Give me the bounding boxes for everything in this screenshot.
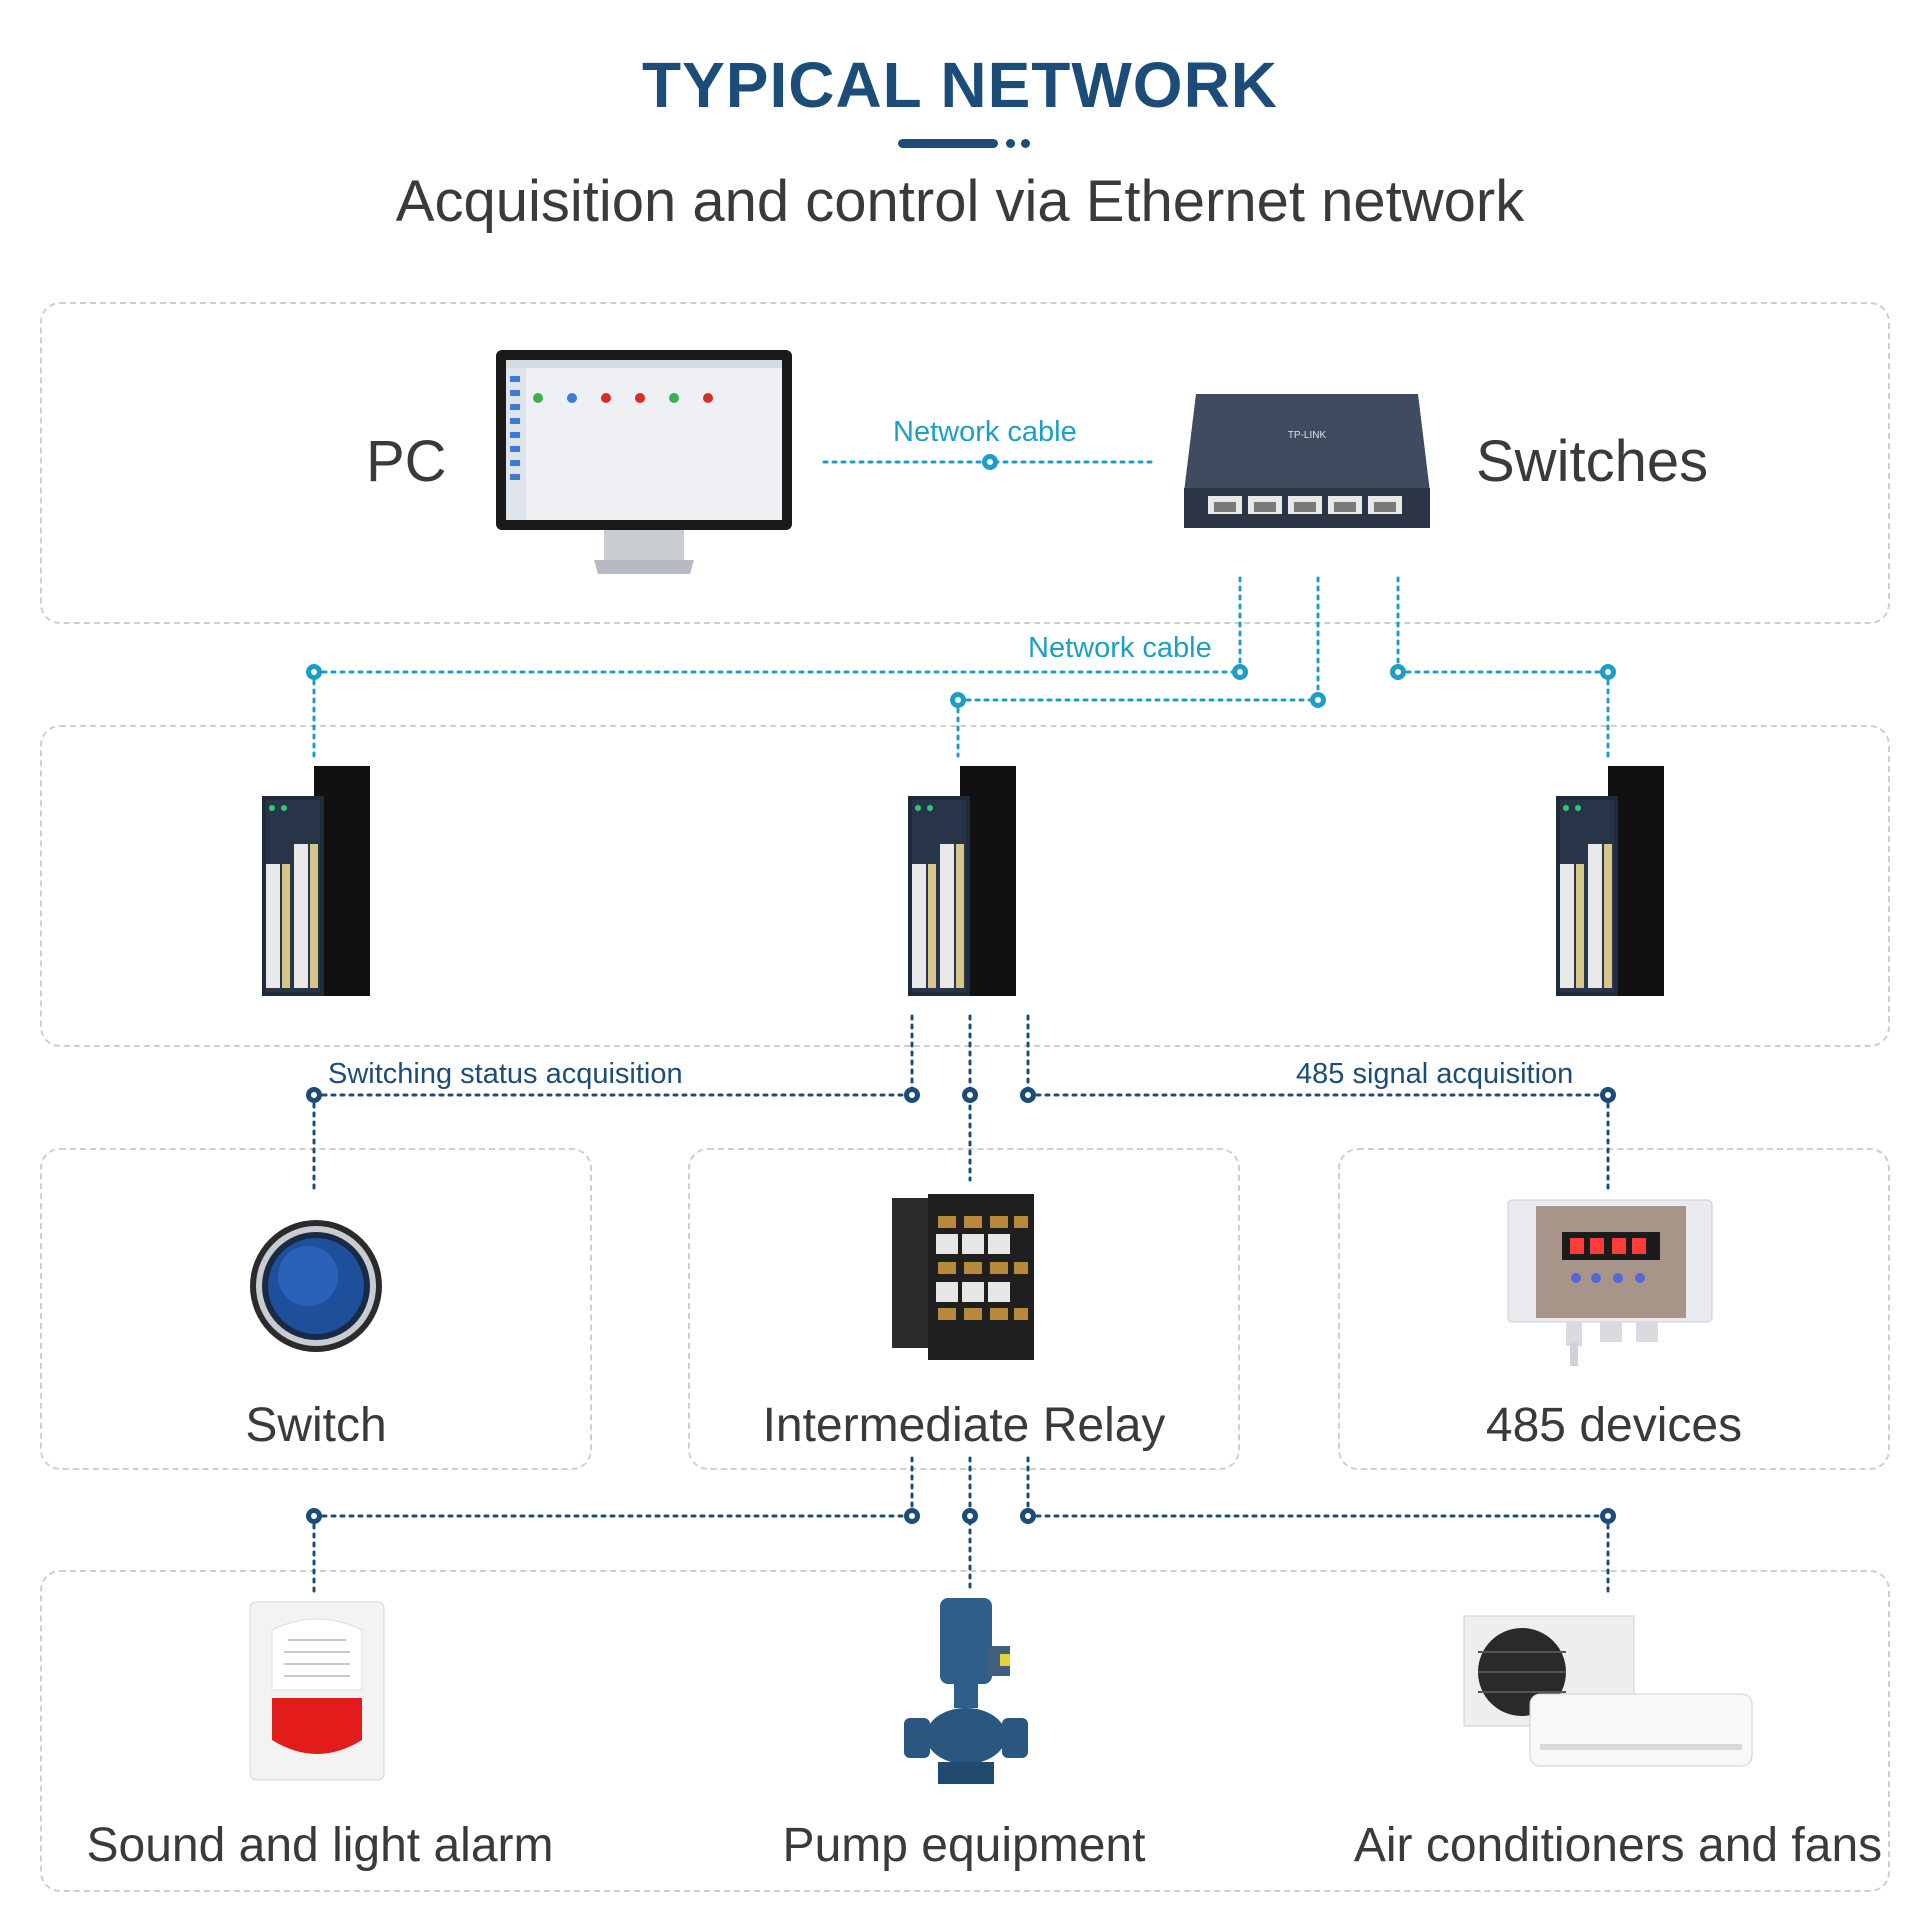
svg-text:TP-LINK: TP-LINK xyxy=(1288,430,1327,441)
relay-image xyxy=(892,1194,1034,1360)
title-underline xyxy=(898,139,998,148)
rs485-device-panel xyxy=(1338,1148,1890,1470)
pc-monitor-image xyxy=(496,350,792,574)
pump-label: Pump equipment xyxy=(782,1819,1146,1872)
module-panel xyxy=(40,725,1890,1047)
rs485-signal-label: 485 signal acquisition xyxy=(1296,1058,1574,1090)
network-cable-label: Network cable xyxy=(1028,632,1212,664)
io-module-image xyxy=(908,766,1016,996)
pump-image xyxy=(904,1598,1028,1784)
switch-label: Switch xyxy=(245,1399,387,1452)
io-module-image xyxy=(1556,766,1664,996)
network-cable-label: Network cable xyxy=(893,416,1077,448)
pc-label: PC xyxy=(366,429,447,494)
page-title: TYPICAL NETWORK xyxy=(641,49,1279,121)
ac-fans-label: Air conditioners and fans xyxy=(1353,1819,1883,1872)
sound-light-alarm-image xyxy=(249,1601,385,1781)
switch-device-panel xyxy=(40,1148,592,1470)
page-subtitle: Acquisition and control via Ethernet net… xyxy=(395,169,1525,234)
relay-label: Intermediate Relay xyxy=(762,1399,1166,1452)
switches-label: Switches xyxy=(1476,429,1709,494)
network-panel xyxy=(40,302,1890,624)
alarm-label: Sound and light alarm xyxy=(86,1819,554,1872)
title-dot xyxy=(1006,139,1015,148)
relay-device-panel xyxy=(688,1148,1240,1470)
push-button-switch-image xyxy=(250,1220,382,1352)
network-switch-image: TP-LINK xyxy=(1184,394,1430,528)
air-conditioner-image xyxy=(1463,1615,1753,1767)
rs485-device-image xyxy=(1507,1199,1713,1366)
output-panel xyxy=(40,1570,1890,1892)
title-dot xyxy=(1021,139,1030,148)
switching-status-label: Switching status acquisition xyxy=(328,1058,683,1090)
rs485-devices-label: 485 devices xyxy=(1485,1399,1743,1452)
io-module-image xyxy=(262,766,370,996)
